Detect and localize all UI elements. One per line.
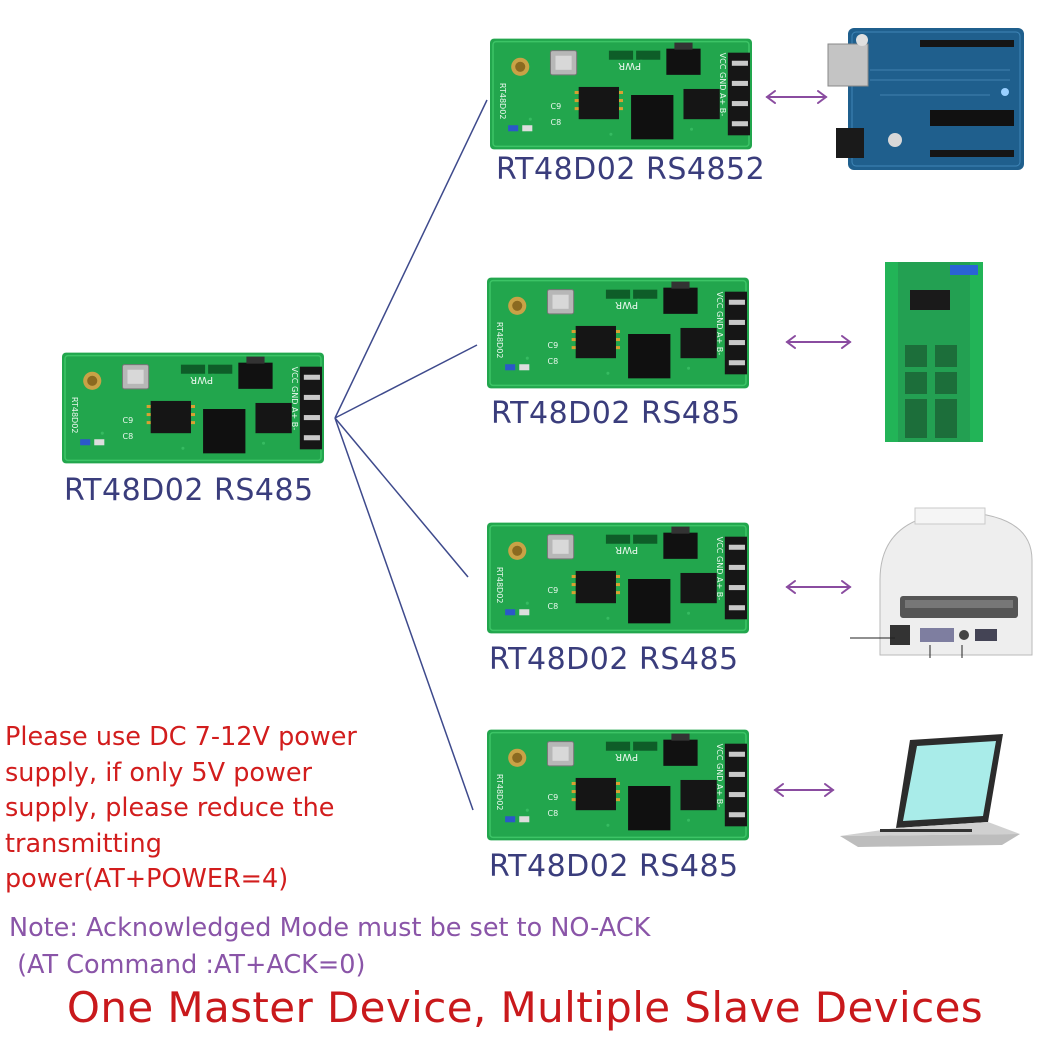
arduino-board-image (827, 28, 1024, 170)
power-warning-line-3: supply, please reduce the (5, 793, 335, 823)
slave-3-label: RT48D02 RS485 (489, 642, 739, 677)
arrow-slave-2 (785, 335, 852, 349)
relay-board-image (885, 262, 983, 442)
power-warning-line-4: transmitting (5, 828, 162, 859)
master-rs485-board (62, 352, 324, 464)
slave-1-rs485-board (490, 38, 752, 150)
line-to-slave-1 (334, 99, 488, 419)
power-warning: Please use DC 7-12V power supply, if onl… (5, 720, 357, 898)
slave-1-label: RT48D02 RS4852 (496, 152, 765, 187)
slave-2-rs485-board (487, 277, 749, 389)
connection-lines (334, 99, 488, 811)
line-to-slave-2 (334, 344, 478, 419)
line-to-slave-4 (334, 417, 474, 811)
power-warning-line-5: power(AT+POWER=4) (5, 864, 289, 894)
arrow-slave-4 (773, 783, 835, 797)
headline: One Master Device, Multiple Slave Device… (66, 983, 984, 1032)
power-warning-line-1: Please use DC 7-12V power (5, 722, 357, 752)
ack-mode-note-line-2: (AT Command :AT+ACK=0) (9, 950, 366, 980)
master-label: RT48D02 RS485 (64, 473, 314, 508)
ack-mode-note: Note: Acknowledged Mode must be set to N… (9, 910, 650, 984)
power-warning-line-2: supply, if only 5V power (5, 757, 313, 788)
slave-1-label-text: RT48D02 RS485 (496, 152, 746, 187)
link-arrows (765, 90, 852, 797)
ack-mode-note-line-1: Note: Acknowledged Mode must be set to N… (9, 913, 651, 943)
arrow-slave-1 (765, 90, 828, 104)
slave-2-label: RT48D02 RS485 (491, 396, 741, 431)
slave-4-label: RT48D02 RS485 (489, 849, 739, 884)
slave-3-rs485-board (487, 522, 749, 634)
label-printer-image (850, 507, 1033, 658)
slave-4-rs485-board (487, 729, 749, 841)
laptop-image (840, 734, 1020, 847)
arrow-slave-3 (785, 580, 852, 594)
line-to-slave-3 (334, 417, 469, 578)
slave-1-label-suffix: 2 (745, 152, 766, 187)
